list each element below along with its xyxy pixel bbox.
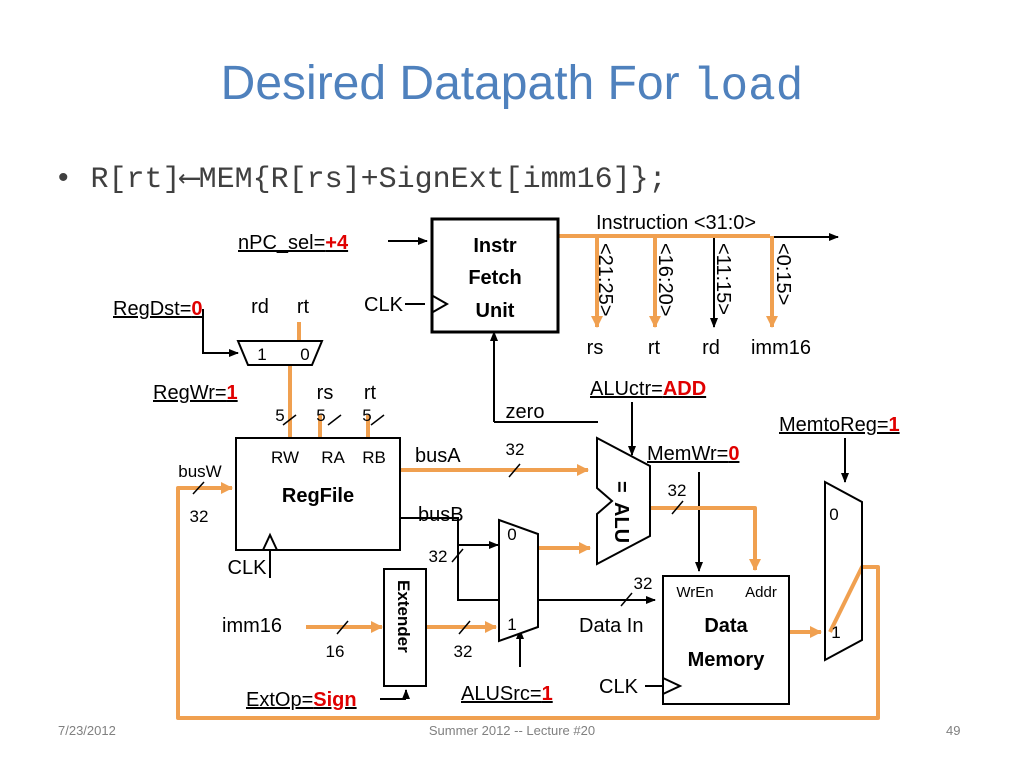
clk-triangle-instr bbox=[432, 295, 450, 313]
alu-block bbox=[596, 436, 651, 566]
busa-label: busA bbox=[415, 445, 461, 467]
width-5-rw: 5 bbox=[275, 406, 284, 425]
instr-unit-line3: Unit bbox=[476, 300, 515, 322]
data-memory-line1: Data bbox=[704, 615, 748, 637]
regdst-input-rd: rd bbox=[251, 296, 269, 318]
alu-equals: = bbox=[610, 481, 632, 493]
wren-label: WrEn bbox=[676, 584, 713, 601]
extender-block bbox=[383, 568, 427, 687]
regdst-mux-0: 0 bbox=[300, 345, 309, 364]
reg-input-rs: rs bbox=[317, 382, 334, 404]
field-name-rd: rd bbox=[702, 337, 720, 359]
clk-label-memory: CLK bbox=[599, 676, 639, 698]
data-memory-line2: Memory bbox=[688, 649, 766, 671]
alusrc-label: ALUSrc=1 bbox=[461, 683, 553, 705]
footer-page-number: 49 bbox=[946, 723, 961, 738]
instr-fetch-unit bbox=[430, 217, 560, 334]
alu-label: ALU bbox=[610, 502, 632, 543]
zero-label: zero bbox=[506, 401, 545, 423]
field-11-15: <11:15> bbox=[712, 243, 734, 315]
width-5-ra: 5 bbox=[316, 406, 325, 425]
port-rb: RB bbox=[362, 448, 386, 467]
field-name-rs: rs bbox=[587, 337, 604, 359]
clk-label-instr: CLK bbox=[364, 294, 404, 316]
alusrc-mux bbox=[498, 518, 539, 643]
extop-label: ExtOp=Sign bbox=[246, 689, 357, 711]
clk-triangle-regfile bbox=[262, 532, 278, 551]
imm16-label: imm16 bbox=[222, 615, 282, 637]
aluctr-label: ALUctr=ADD bbox=[590, 378, 706, 400]
data-memory-block bbox=[662, 575, 790, 705]
field-16-20: <16:20> bbox=[654, 243, 676, 316]
field-name-rt: rt bbox=[648, 337, 661, 359]
inactive-wires bbox=[202, 233, 849, 700]
field-0-15: <0:15> bbox=[772, 243, 794, 305]
footer-lecture: Summer 2012 -- Lecture #20 bbox=[428, 723, 596, 738]
regwr-label: RegWr=1 bbox=[153, 382, 238, 404]
busb-width: 32 bbox=[429, 547, 448, 566]
title-code: load bbox=[692, 61, 804, 113]
field-21-25: <21:25> bbox=[594, 243, 616, 316]
bullet-marker: • bbox=[58, 161, 69, 194]
busb-label: busB bbox=[418, 504, 464, 526]
data-in-label: Data In bbox=[579, 615, 643, 637]
width-5-rb: 5 bbox=[362, 406, 371, 425]
regfile-title: RegFile bbox=[282, 485, 354, 507]
instr-unit-line1: Instr bbox=[473, 235, 517, 257]
data-in-width: 32 bbox=[634, 574, 653, 593]
port-rw: RW bbox=[271, 448, 299, 467]
extender-label: Extender bbox=[394, 580, 413, 653]
title-text: Desired Datapath For bbox=[220, 57, 693, 110]
busa-width: 32 bbox=[506, 440, 525, 459]
addr-label: Addr bbox=[745, 584, 777, 601]
busw-label: busW bbox=[178, 462, 221, 481]
alusrc-mux-0: 0 bbox=[507, 525, 516, 544]
memtoreg-mux-1: 1 bbox=[831, 623, 840, 642]
imm16-width: 16 bbox=[326, 642, 345, 661]
footer-date: 7/23/2012 bbox=[58, 723, 116, 738]
ext-out-width: 32 bbox=[454, 642, 473, 661]
memtoreg-mux bbox=[824, 480, 863, 662]
regdst-mux-1: 1 bbox=[257, 345, 266, 364]
port-ra: RA bbox=[321, 448, 345, 467]
slide-title: Desired Datapath For load bbox=[0, 56, 1024, 113]
clk-label-regfile: CLK bbox=[228, 557, 268, 579]
memtoreg-mux-0: 0 bbox=[829, 505, 838, 524]
memtoreg-label: MemtoReg=1 bbox=[779, 414, 900, 436]
bullet-text: R[rt]⟵MEM{R[rs]+SignExt[imm16]}; bbox=[90, 163, 667, 197]
bus-width-ticks bbox=[192, 414, 684, 635]
reg-input-rt: rt bbox=[364, 382, 377, 404]
busw-width: 32 bbox=[190, 507, 209, 526]
regfile-block bbox=[235, 437, 401, 551]
clk-triangle-memory bbox=[662, 677, 683, 695]
alu-out-width: 32 bbox=[668, 481, 687, 500]
field-name-imm16: imm16 bbox=[751, 337, 811, 359]
npc-sel-label: nPC_sel=+4 bbox=[238, 232, 349, 254]
bullet-item: • R[rt]⟵MEM{R[rs]+SignExt[imm16]}; bbox=[58, 160, 667, 197]
regdst-label: RegDst=0 bbox=[113, 298, 203, 320]
regdst-mux bbox=[236, 340, 324, 366]
regdst-input-rt: rt bbox=[297, 296, 310, 318]
memwr-label: MemWr=0 bbox=[647, 443, 739, 465]
alusrc-mux-1: 1 bbox=[507, 615, 516, 634]
instr-unit-line2: Fetch bbox=[468, 267, 521, 289]
instruction-label: Instruction <31:0> bbox=[596, 212, 756, 234]
